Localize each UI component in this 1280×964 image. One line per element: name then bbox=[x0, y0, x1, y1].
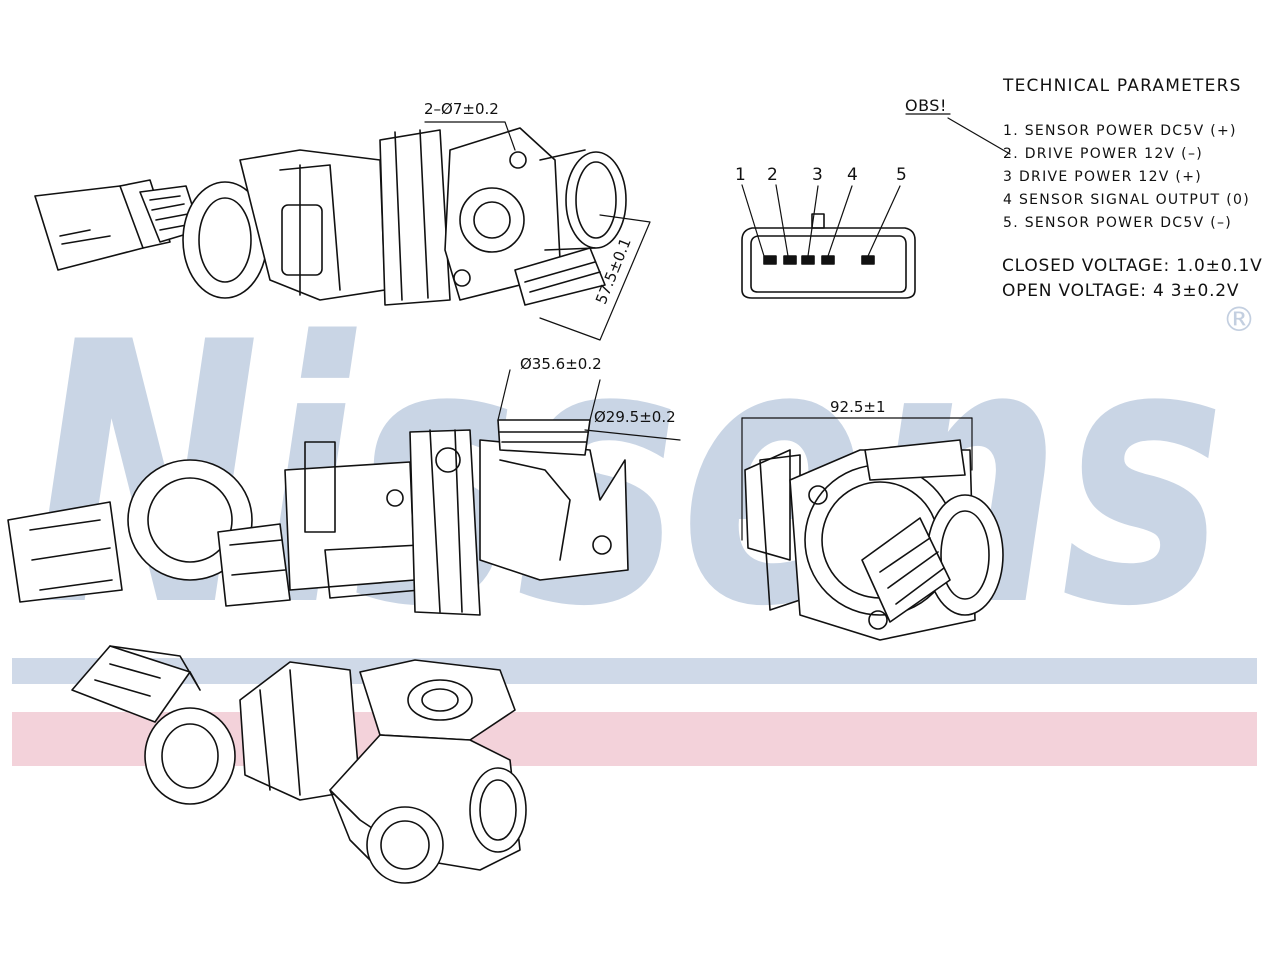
valve-view-top bbox=[34, 121, 651, 341]
pin-label-4: 4 bbox=[847, 165, 858, 185]
dimension-holes: 2–Ø7±0.2 bbox=[424, 100, 499, 118]
parameter-item-4: 4 SENSOR SIGNAL OUTPUT (0) bbox=[1003, 192, 1250, 208]
valve-view-iso bbox=[71, 645, 527, 884]
obs-label: OBS! bbox=[905, 96, 947, 115]
valve-view-side bbox=[7, 369, 681, 616]
parameter-item-1: 1. SENSOR POWER DC5V (+) bbox=[1003, 123, 1237, 139]
open-voltage: OPEN VOLTAGE: 4 3±0.2V bbox=[1002, 281, 1240, 301]
parameter-item-5: 5. SENSOR POWER DC5V (–) bbox=[1003, 215, 1233, 231]
dimension-inner-diameter: Ø29.5±0.2 bbox=[594, 408, 676, 426]
pin-label-1: 1 bbox=[735, 165, 746, 185]
pin-label-5: 5 bbox=[896, 165, 907, 185]
valve-view-front bbox=[741, 417, 1004, 641]
technical-parameters-title: TECHNICAL PARAMETERS bbox=[1003, 76, 1242, 96]
closed-voltage: CLOSED VOLTAGE: 1.0±0.1V bbox=[1002, 256, 1263, 276]
pin-label-3: 3 bbox=[812, 165, 823, 185]
connector-pinout bbox=[741, 113, 1011, 299]
dimension-outer-diameter: Ø35.6±0.2 bbox=[520, 355, 602, 373]
registered-mark: ® bbox=[1222, 300, 1256, 340]
parameter-item-3: 3 DRIVE POWER 12V (+) bbox=[1003, 169, 1202, 185]
pin-label-2: 2 bbox=[767, 165, 778, 185]
watermark-blue-stripe bbox=[12, 658, 1257, 684]
dimension-width: 92.5±1 bbox=[830, 398, 886, 416]
parameter-item-2: 2. DRIVE POWER 12V (–) bbox=[1003, 146, 1204, 162]
